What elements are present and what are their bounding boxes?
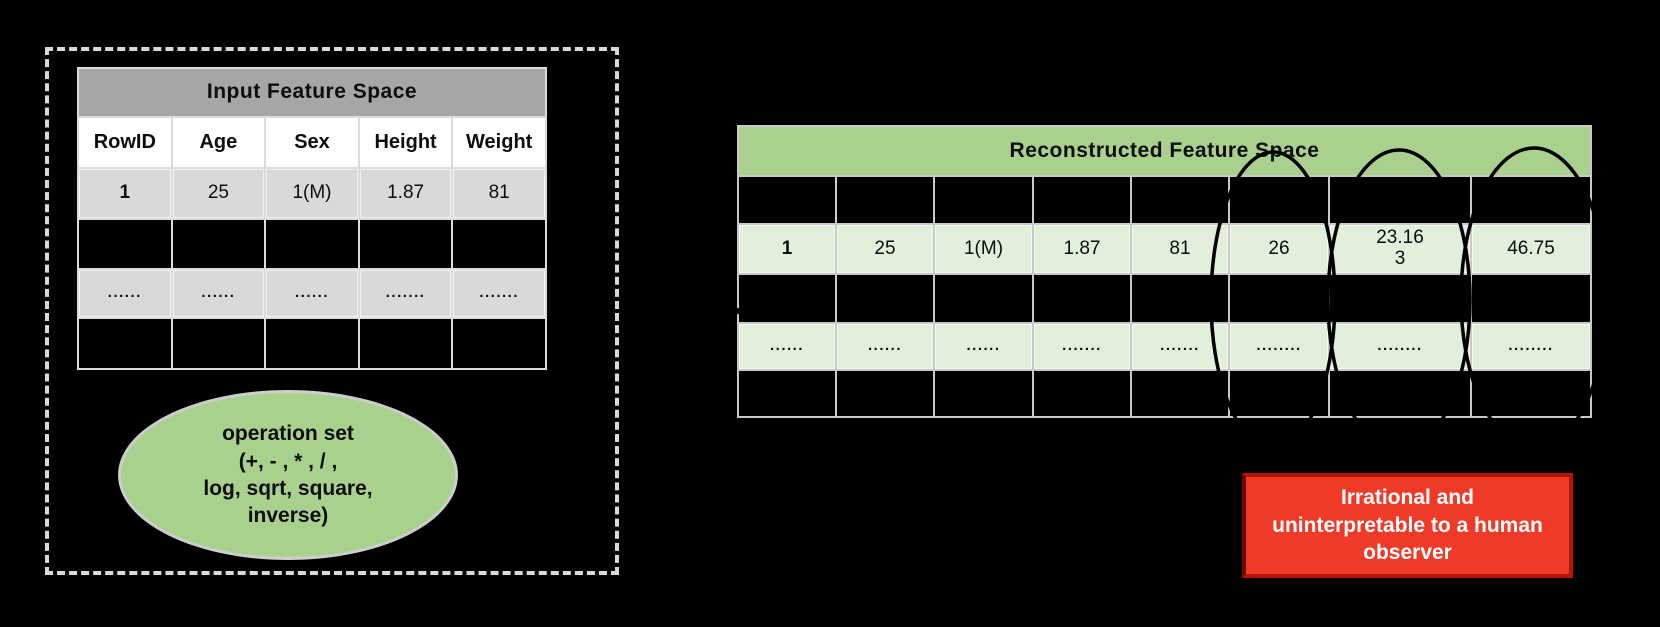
input-header-height: Height	[359, 118, 452, 167]
table-cell	[837, 275, 933, 322]
table-cell: .......	[453, 270, 545, 317]
table-cell: 26	[1230, 225, 1328, 273]
table-cell: 1.87	[359, 169, 452, 218]
table-cell	[79, 220, 171, 268]
table-cell	[1034, 371, 1130, 416]
table-cell: .......	[1034, 324, 1130, 369]
table-cell: 46.75	[1472, 225, 1590, 273]
arrowhead	[1386, 458, 1402, 472]
table-cell: .......	[1132, 324, 1228, 369]
warning-line: observer	[1363, 541, 1452, 565]
arrow-to-warning	[1491, 444, 1535, 467]
operation-set-line: (+, - , * , / ,	[238, 449, 338, 473]
table-cell: 1.87	[1034, 225, 1130, 273]
input-header-rowid: RowID	[79, 118, 171, 167]
table-cell	[172, 319, 265, 368]
table-cell: 81	[1132, 225, 1228, 273]
table-cell	[1230, 371, 1328, 416]
reconstructed-header-cell	[1330, 177, 1470, 223]
reconstructed-header-cell	[1472, 177, 1590, 223]
table-cell: ......	[266, 270, 358, 317]
table-cell: 1	[739, 225, 835, 273]
warning-line: uninterpretable to a human	[1272, 513, 1543, 537]
warning-line: Irrational and	[1340, 485, 1475, 509]
table-cell	[172, 220, 265, 268]
reconstructed-header-cell	[1034, 177, 1130, 223]
reconstructed-header-cell	[1132, 177, 1228, 223]
reconstructed-header-cell	[935, 177, 1032, 223]
table-cell: ........	[1472, 324, 1590, 369]
table-cell	[1034, 275, 1130, 322]
table-cell	[1472, 275, 1590, 322]
table-cell: 81	[453, 169, 545, 218]
reconstructed-header-cell	[837, 177, 933, 223]
table-cell	[935, 371, 1032, 416]
reconstructed-table-title: Reconstructed Feature Space	[739, 127, 1590, 175]
table-cell	[1132, 371, 1228, 416]
table-cell	[739, 275, 835, 322]
reconstructed-header-cell	[739, 177, 835, 223]
input-header-sex: Sex	[266, 118, 358, 167]
table-cell: ........	[1330, 324, 1470, 369]
operation-set-ellipse: operation set (+, - , * , / , log, sqrt,…	[118, 390, 458, 560]
table-cell: 1	[79, 169, 171, 218]
table-cell: 1(M)	[266, 169, 358, 218]
table-cell: 25	[172, 169, 265, 218]
arrow-to-warning	[1392, 447, 1401, 464]
table-cell: 25	[837, 225, 933, 273]
table-cell: 1(M)	[935, 225, 1032, 273]
table-cell	[453, 220, 545, 268]
reconstructed-header-cell	[1230, 177, 1328, 223]
table-cell	[1230, 275, 1328, 322]
input-feature-table: Input Feature Space RowID Age Sex Height…	[77, 67, 547, 370]
table-cell	[266, 220, 358, 268]
table-cell	[1472, 371, 1590, 416]
table-cell: ........	[1230, 324, 1328, 369]
table-cell	[1330, 371, 1470, 416]
operation-set-line: operation set	[222, 422, 354, 446]
table-cell	[266, 319, 358, 368]
input-table-title: Input Feature Space	[79, 69, 545, 116]
table-cell	[79, 319, 171, 368]
table-cell	[359, 220, 452, 268]
table-cell: 23.16 3	[1330, 225, 1470, 273]
table-cell	[359, 319, 452, 368]
reconstructed-feature-table: Reconstructed Feature Space 1 25 1(M) 1.…	[737, 125, 1592, 418]
table-cell	[739, 371, 835, 416]
table-cell	[1132, 275, 1228, 322]
table-cell: ......	[837, 324, 933, 369]
operation-set-line: inverse)	[247, 504, 329, 528]
input-header-weight: Weight	[453, 118, 545, 167]
table-cell: ......	[172, 270, 265, 317]
table-cell	[1330, 275, 1470, 322]
input-header-age: Age	[172, 118, 265, 167]
arrow-to-warning	[1272, 444, 1309, 468]
arrowhead	[1300, 456, 1318, 472]
table-cell: .......	[359, 270, 452, 317]
table-cell: ......	[739, 324, 835, 369]
table-cell	[837, 371, 933, 416]
table-cell	[453, 319, 545, 368]
table-cell: ......	[935, 324, 1032, 369]
table-cell	[935, 275, 1032, 322]
operation-set-line: log, sqrt, square,	[203, 477, 373, 500]
table-cell: ......	[79, 270, 171, 317]
arrowhead	[1483, 456, 1500, 472]
warning-box: Irrational and uninterpretable to a huma…	[1242, 473, 1573, 578]
